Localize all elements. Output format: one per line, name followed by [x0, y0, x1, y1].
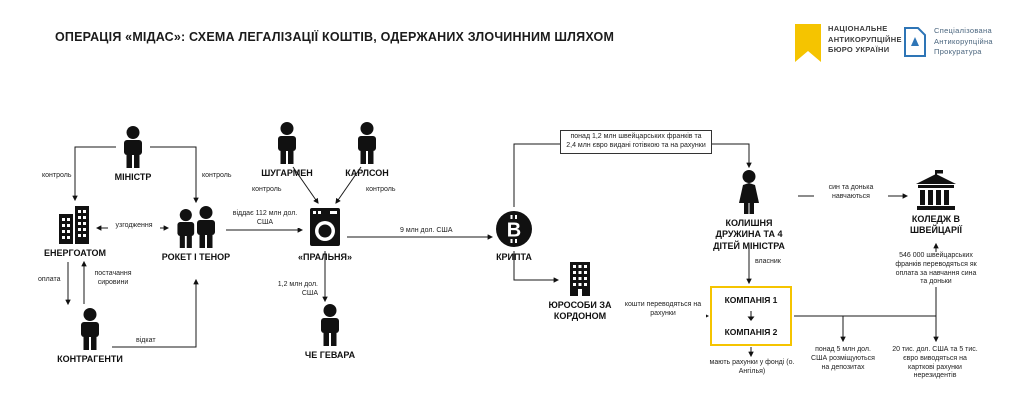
edge-label-uzgodzhennya: узгодження — [108, 222, 160, 231]
svg-text:B: B — [507, 220, 521, 242]
node-label-kontragenty: КОНТРАГЕНТИ — [57, 354, 123, 364]
edge-label-control-minister-roket: контроль — [200, 172, 234, 181]
node-label-roket-tenor: РОКЕТ І ТЕНОР — [161, 252, 231, 262]
edge-label-deposits-5mln: понад 5 млн дол. США розміщуються на деп… — [805, 346, 881, 373]
node-ex-wife: КОЛИШНЯ ДРУЖИНА ТА 4 ДІТЕЙ МІНІСТРА — [703, 170, 795, 252]
node-label-company2: КОМПАНІЯ 2 — [724, 327, 778, 337]
node-energoatom: ЕНЕРГОАТОМ — [40, 204, 110, 259]
node-label-krypta: КРИПТА — [496, 252, 532, 262]
nabu-logo: НАЦІОНАЛЬНЕ АНТИКОРУПЦІЙНЕ БЮРО УКРАЇНИ — [795, 24, 902, 62]
node-label-college: КОЛЕДЖ В ШВЕЙЦАРІЇ — [909, 214, 963, 236]
node-krypta: B КРИПТА — [478, 210, 550, 263]
nabu-text-line: НАЦІОНАЛЬНЕ — [828, 24, 888, 33]
node-yurosoby: ЮРОСОБИ ЗА КОРДОНОМ — [540, 260, 620, 323]
bitcoin-icon: B — [495, 210, 533, 248]
edge-label-tuition-546000: 546 000 швейцарських франків переводятьс… — [893, 252, 979, 287]
edge-label-children-study: син та донька навчаються — [814, 184, 888, 202]
edge-label-9mln: 9 млн дол. США — [398, 227, 455, 236]
edge-label-vlasnyk: власник — [753, 258, 783, 267]
edge-label-control-karlson: контроль — [364, 186, 398, 195]
college-building-icon — [912, 170, 960, 210]
building-icon — [55, 204, 95, 244]
node-minister: МІНІСТР — [98, 126, 168, 183]
edge-label-vidkat: відкат — [134, 337, 158, 346]
node-label-minister: МІНІСТР — [114, 172, 152, 182]
person-icon — [73, 308, 107, 350]
two-people-icon — [170, 206, 222, 248]
node-che-gevara: ЧЕ ГЕВАРА — [295, 304, 365, 361]
nabu-text-line: АНТИКОРУПЦІЙНЕ — [828, 34, 902, 44]
sap-text-line: Спеціалізована — [934, 26, 992, 35]
page-title: ОПЕРАЦІЯ «МІДАС»: СХЕМА ЛЕГАЛІЗАЦІЇ КОШТ… — [55, 30, 615, 44]
edge-label-card-withdrawals: 20 тис. дол. США та 5 тис. євро виводять… — [889, 346, 981, 381]
edge-label-112mln: віддає 112 млн дол. США — [228, 210, 302, 228]
node-roket-tenor: РОКЕТ І ТЕНОР — [160, 206, 232, 263]
edge-label-fund-accounts: мають рахунки у фонді (о. Ангілья) — [705, 359, 799, 377]
node-pralnya: «ПРАЛЬНЯ» — [290, 206, 360, 263]
person-icon — [313, 304, 347, 346]
edge-label-control-minister-energoatom: контроль — [40, 172, 74, 181]
person-icon — [350, 122, 384, 164]
edge-label-control-shugarmen: контроль — [250, 186, 284, 195]
node-label-energoatom: ЕНЕРГОАТОМ — [43, 248, 107, 258]
edge-label-swiss-francs-euro: понад 1,2 млн швейцарських франків та 2,… — [560, 130, 712, 154]
node-kontragenty: КОНТРАГЕНТИ — [52, 308, 128, 365]
node-college: КОЛЕДЖ В ШВЕЙЦАРІЇ — [899, 170, 973, 237]
node-label-company1: КОМПАНІЯ 1 — [724, 295, 778, 305]
company-group-box: КОМПАНІЯ 1 КОМПАНІЯ 2 — [710, 286, 792, 346]
washing-machine-icon — [306, 206, 344, 248]
sap-shield-icon — [903, 26, 927, 58]
node-karlson: КАРЛСОН — [332, 122, 402, 179]
nabu-ribbon-icon — [795, 24, 821, 62]
node-label-pralnya: «ПРАЛЬНЯ» — [297, 252, 353, 262]
edge-label-1-2mln: 1,2 млн дол. США — [258, 281, 320, 299]
node-label-che-gevara: ЧЕ ГЕВАРА — [304, 350, 356, 360]
office-building-icon — [562, 260, 598, 296]
edge-label-postachannya: постачання сировини — [89, 270, 137, 288]
woman-icon — [731, 170, 767, 214]
edge-label-funds-to-accounts: кошти переводяться на рахунки — [620, 301, 706, 319]
person-icon — [116, 126, 150, 168]
sap-logo-text: Спеціалізована Антикорупційна Прокуратур… — [934, 26, 993, 58]
node-label-shugarmen: ШУГАРМЕН — [261, 168, 313, 178]
nabu-logo-text: НАЦІОНАЛЬНЕ АНТИКОРУПЦІЙНЕ БЮРО УКРАЇНИ — [828, 24, 902, 56]
sap-text-line: Прокуратура — [934, 47, 982, 56]
nabu-text-line: БЮРО УКРАЇНИ — [828, 45, 890, 54]
node-label-ex-wife: КОЛИШНЯ ДРУЖИНА ТА 4 ДІТЕЙ МІНІСТРА — [713, 218, 785, 251]
down-arrow-icon — [747, 311, 755, 321]
sap-text-line: Антикорупційна — [934, 36, 993, 46]
node-shugarmen: ШУГАРМЕН — [252, 122, 322, 179]
person-icon — [270, 122, 304, 164]
edge-label-oplata: оплата — [36, 276, 63, 285]
node-label-karlson: КАРЛСОН — [345, 168, 389, 178]
sap-logo: Спеціалізована Антикорупційна Прокуратур… — [903, 26, 993, 58]
node-label-yurosoby: ЮРОСОБИ ЗА КОРДОНОМ — [548, 300, 612, 322]
